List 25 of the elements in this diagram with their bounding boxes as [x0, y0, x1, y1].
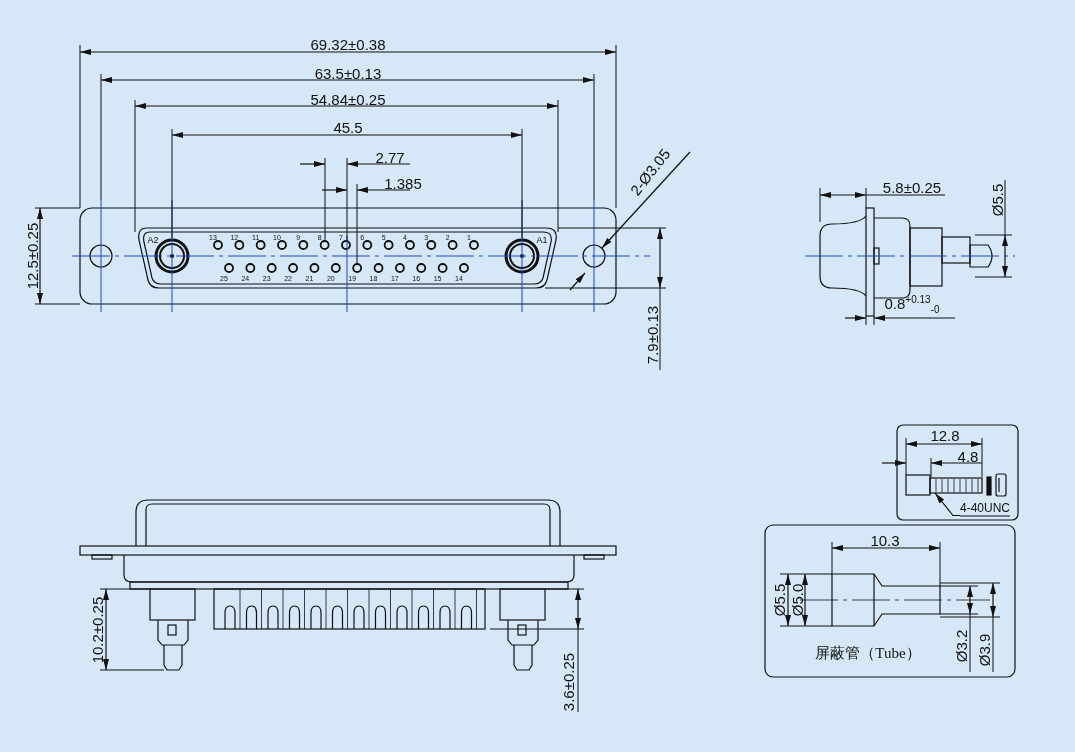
dimension-label: 63.5±0.13 [314, 65, 382, 81]
dimension-label: 10.3 [870, 532, 900, 548]
part-label: 屏蔽管（Tube） [815, 645, 921, 661]
dimension-label: Ø3.2 [953, 629, 969, 663]
contact-label: A2 [147, 235, 159, 245]
dimension-label: 45.5 [333, 119, 363, 135]
dimension-label: 54.84±0.25 [310, 91, 386, 107]
thread-callout: 4-40UNC [960, 501, 1010, 517]
dimension-label: Ø3.9 [976, 633, 992, 667]
dimension-label: 12.5±0.25 [24, 222, 40, 290]
leader-line [934, 492, 961, 517]
contact-label: A1 [536, 235, 548, 245]
dimension-label: Ø5.5 [989, 183, 1005, 217]
dimension-label: 2.77 [375, 149, 405, 165]
dimension-label: 3.6±0.25 [560, 652, 576, 712]
dimension-label: 1.385 [384, 175, 422, 191]
dimension-label: 12.8 [930, 427, 960, 443]
dimension-label: 10.2±0.25 [89, 596, 105, 664]
dimension-label: 4.8 [957, 448, 979, 464]
screw-thread-drawing [929, 477, 983, 494]
dimension-label: Ø5.0 [789, 583, 805, 617]
dimension-label: 5.8±0.25 [882, 179, 942, 195]
dimension-label: Ø5.5 [771, 583, 787, 617]
dimension-label: 7.9±0.13 [644, 305, 660, 365]
dimension-label: 69.32±0.38 [310, 36, 386, 52]
